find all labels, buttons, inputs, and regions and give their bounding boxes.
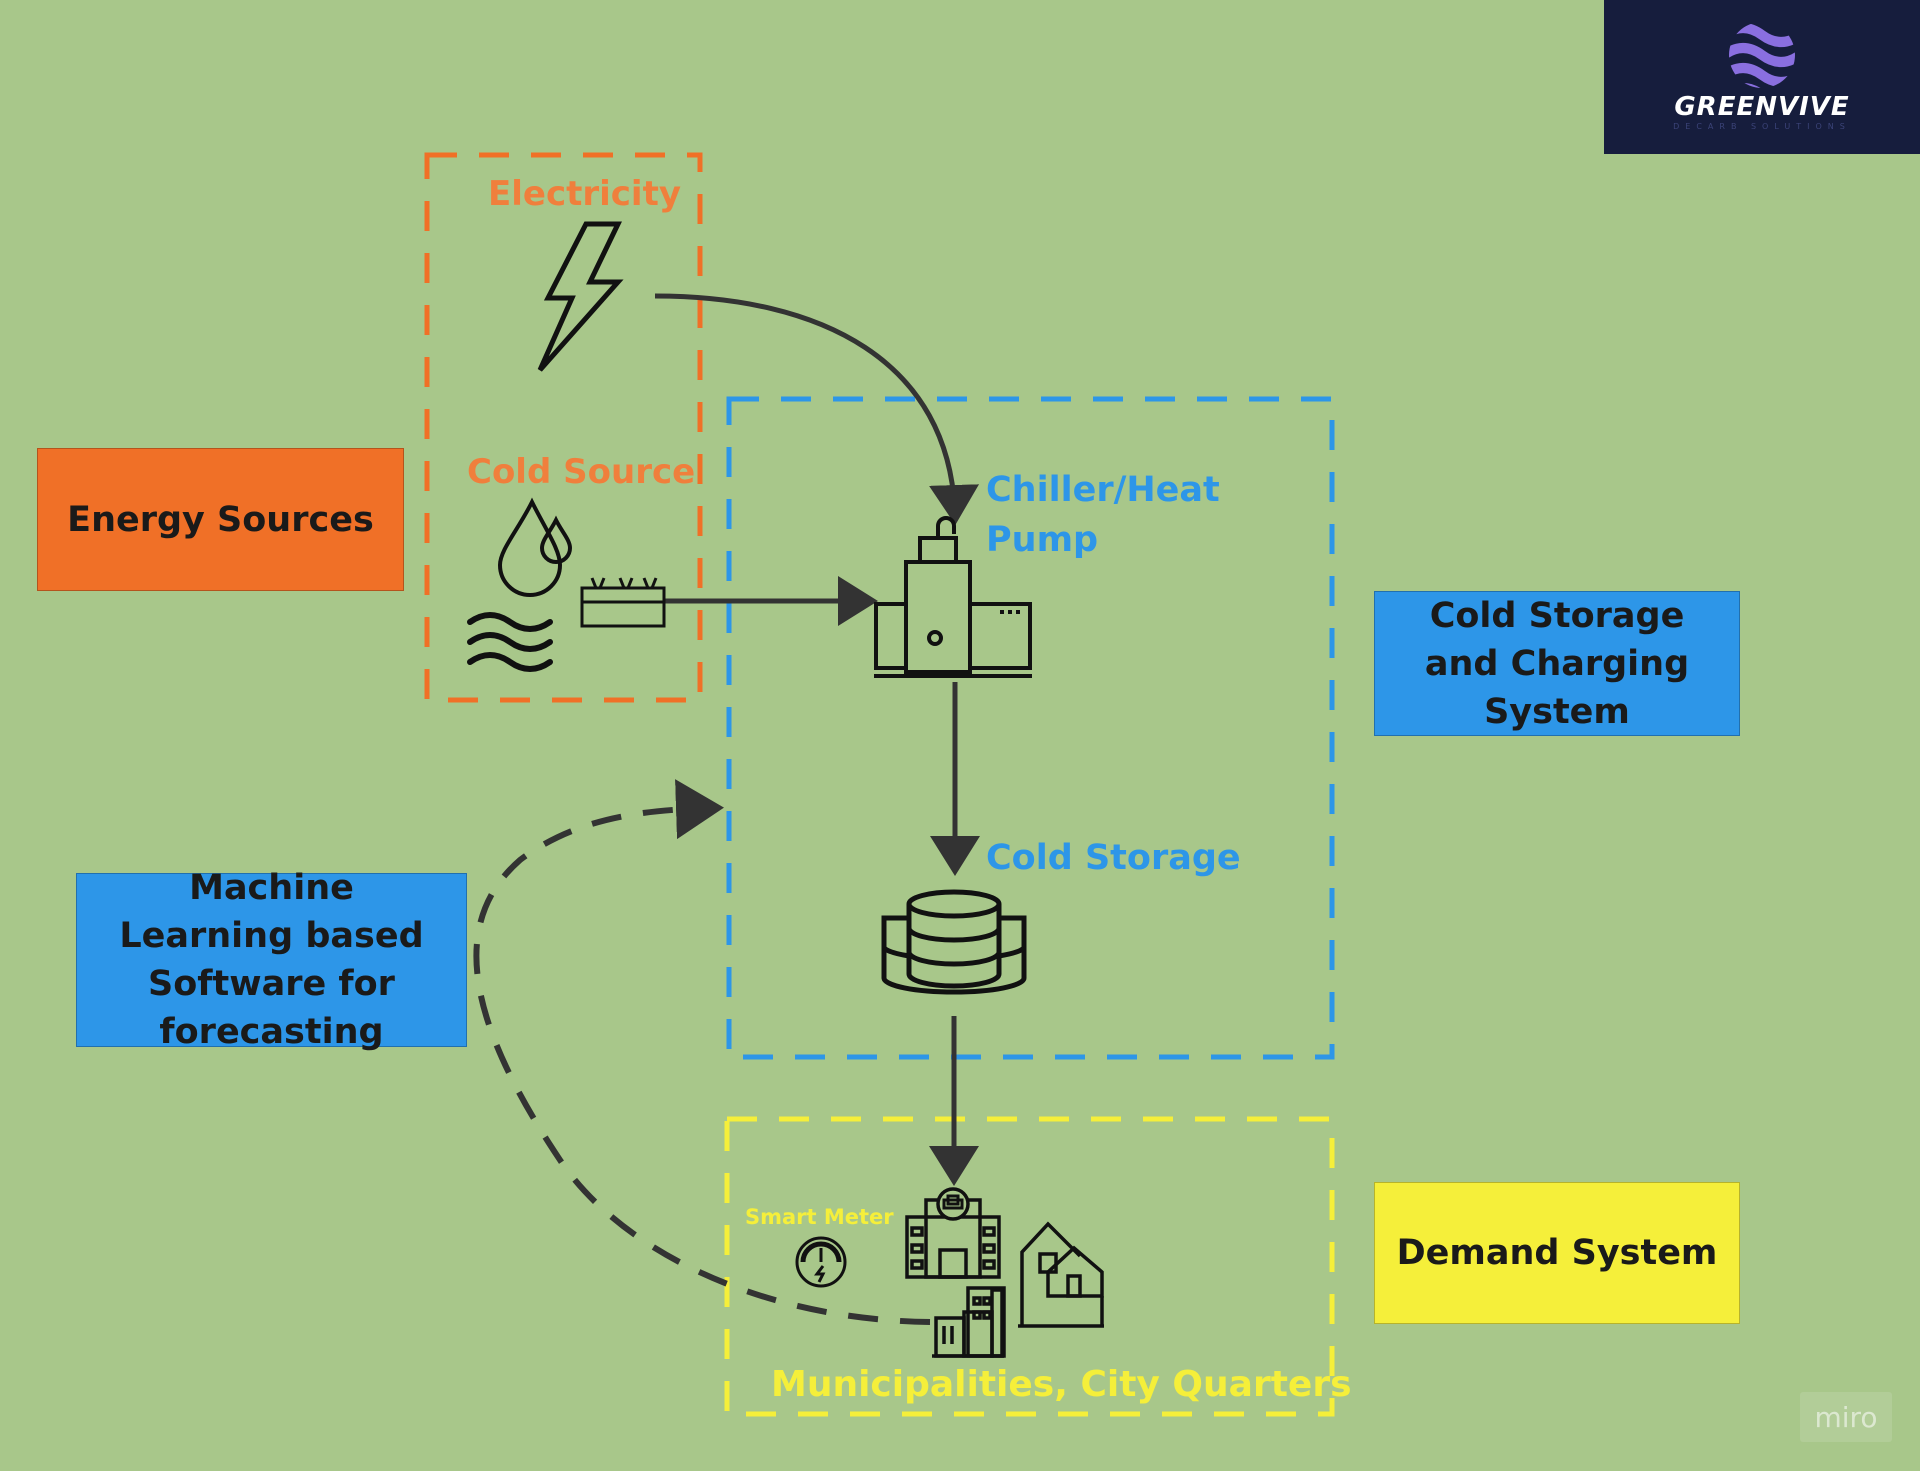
chiller-label-line2: Pump [986, 520, 1099, 560]
ml-software-box: Machine Learning based Software for fore… [76, 868, 467, 1052]
water-drop-icon [497, 497, 573, 597]
miro-watermark: miro [1800, 1392, 1892, 1442]
demand-system-box: Demand System [1374, 1182, 1740, 1324]
greenvive-logo: GREENVIVE DECARB SOLUTIONS [1604, 0, 1920, 154]
houses-icon [1018, 1221, 1104, 1328]
cold-storage-system-box: Cold Storage and Charging System [1374, 591, 1740, 736]
logo-tagline: DECARB SOLUTIONS [1673, 122, 1851, 131]
ground-soil-icon [580, 577, 666, 628]
smart-meter-icon [795, 1236, 847, 1288]
energy-sources-group [424, 152, 703, 703]
feedback-dashed-arrow [473, 779, 931, 1325]
energy-sources-box: Energy Sources [37, 448, 404, 591]
apartment-buildings-icon [932, 1286, 1006, 1358]
logo-name: GREENVIVE [1674, 92, 1850, 122]
chiller-label-line1: Chiller/Heat [986, 470, 1220, 510]
chiller-heat-pump-icon [874, 516, 1032, 678]
waves-globe-icon [1729, 23, 1795, 88]
hospital-icon [905, 1187, 1001, 1279]
cold-storage-group [726, 396, 1335, 1060]
smart-meter-label: Smart Meter [745, 1205, 894, 1229]
municipalities-label: Municipalities, City Quarters [771, 1364, 1352, 1405]
demand-group [724, 1116, 1335, 1417]
electricity-label: Electricity [488, 174, 681, 214]
cold-storage-database-icon [881, 889, 1027, 995]
waves-icon [467, 612, 553, 672]
cold-source-label: Cold Source [467, 452, 696, 492]
cold-storage-label: Cold Storage [986, 838, 1241, 878]
electricity-to-chiller-arrow [654, 293, 979, 525]
lightning-icon [537, 221, 624, 372]
